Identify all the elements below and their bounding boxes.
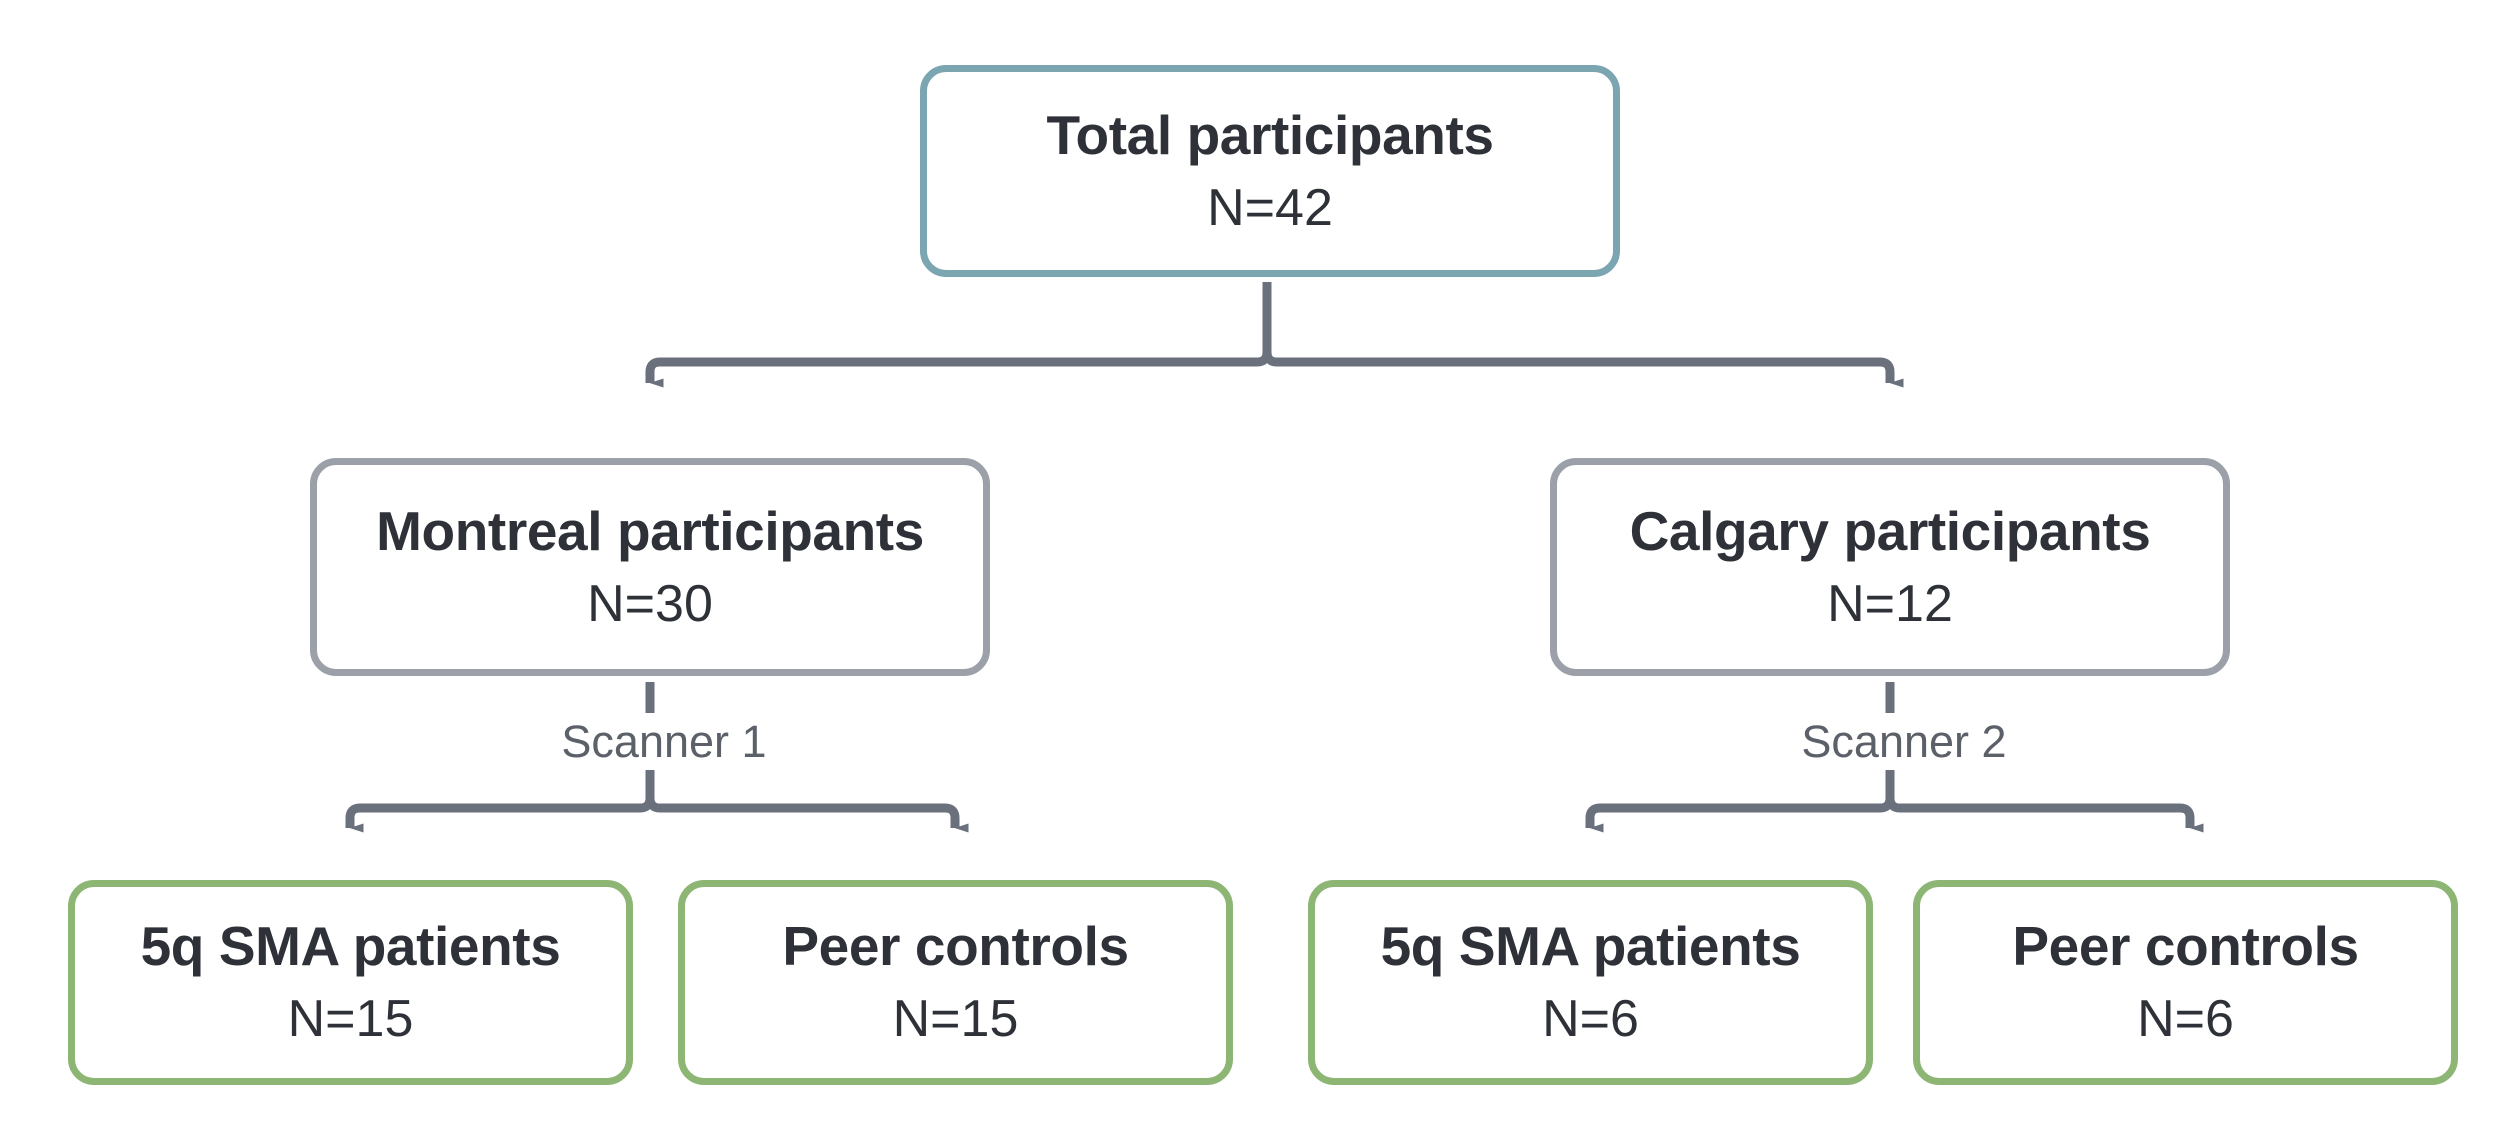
edge-total-to-montreal [645, 282, 1272, 388]
node-title: Montreal participants [376, 499, 924, 562]
node-count: N=15 [287, 990, 414, 1049]
node-montreal-5q-sma-patients[interactable]: 5q SMA patients N=15 [68, 880, 633, 1085]
node-title: 5q SMA patients [1380, 915, 1801, 978]
node-montreal-peer-controls[interactable]: Peer controls N=15 [678, 880, 1233, 1085]
node-count: N=42 [1207, 178, 1333, 237]
node-count: N=6 [1542, 990, 1639, 1049]
node-calgary-5q-sma-patients[interactable]: 5q SMA patients N=6 [1308, 880, 1873, 1085]
node-title: Total participants [1046, 103, 1494, 166]
edge-montreal-to-sma [345, 790, 655, 833]
edge-calgary-to-sma [1585, 790, 1895, 833]
node-title: Peer controls [782, 915, 1129, 978]
node-montreal-participants[interactable]: Montreal participants N=30 [310, 458, 990, 676]
node-count: N=30 [587, 574, 713, 633]
node-calgary-peer-controls[interactable]: Peer controls N=6 [1913, 880, 2458, 1085]
edge-total-to-calgary [1262, 282, 1904, 388]
edge-label-scanner-2: Scanner 2 [1757, 713, 2051, 770]
node-title: 5q SMA patients [140, 915, 561, 978]
edge-calgary-to-controls [1885, 790, 2204, 833]
node-calgary-participants[interactable]: Calgary participants N=12 [1550, 458, 2230, 676]
node-count: N=6 [2137, 990, 2234, 1049]
node-total-participants[interactable]: Total participants N=42 [920, 65, 1620, 277]
edge-label-scanner-1: Scanner 1 [517, 713, 811, 770]
node-title: Peer controls [2012, 915, 2359, 978]
node-count: N=15 [892, 990, 1019, 1049]
node-count: N=12 [1827, 574, 1953, 633]
node-title: Calgary participants [1629, 499, 2151, 562]
edge-montreal-to-controls [645, 790, 969, 833]
